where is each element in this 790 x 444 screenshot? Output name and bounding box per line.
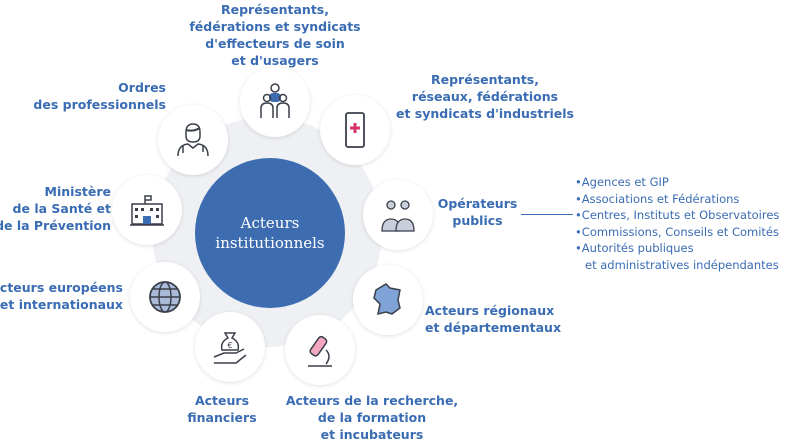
label-line: de la formation <box>317 410 427 425</box>
center-line1: Acteurs <box>240 214 300 232</box>
center-line2: institutionnels <box>215 234 325 252</box>
phone-medical-icon <box>320 95 390 165</box>
list-item: et administratives indépendantes <box>585 257 779 272</box>
list-item: •Associations et Fédérations <box>575 191 740 206</box>
label-industriels: Représentants, réseaux, fédérations et syn… <box>385 71 585 122</box>
label-line: et syndicats d'industriels <box>395 106 574 121</box>
label-line: et internationaux <box>0 297 123 312</box>
label-line: Ministère <box>44 184 111 199</box>
label-line: publics <box>452 213 503 228</box>
label-ministere: Ministère de la Santé et de la Prévention <box>0 183 111 234</box>
label-line: d'effecteurs de soin <box>205 36 345 51</box>
label-line: fédérations et syndicats <box>189 19 361 34</box>
label-line: et incubateurs <box>320 427 424 442</box>
label-line: Opérateurs <box>437 196 518 211</box>
france-map-icon <box>353 265 423 335</box>
money-bag-hand-icon: € <box>195 312 265 382</box>
label-line: des professionnels <box>33 97 166 112</box>
label-line: Représentants, <box>431 72 539 87</box>
label-operateurs: Opérateurs publics <box>430 195 525 229</box>
list-item: •Commissions, Conseils et Comités <box>575 224 779 239</box>
label-line: et départementaux <box>425 320 562 335</box>
label-representants-soin: Représentants, fédérations et syndicats d'… <box>175 1 375 69</box>
label-financiers: Acteurs financiers <box>172 392 272 426</box>
connector-line <box>521 214 573 215</box>
operateurs-list: •Agences et GIP •Associations et Fédérat… <box>575 174 779 273</box>
doctor-icon <box>158 105 228 175</box>
label-line: Ordres <box>118 80 166 95</box>
label-ordres: Ordres des professionnels <box>20 79 166 113</box>
label-line: Acteurs régionaux <box>425 303 555 318</box>
label-line: de la Prévention <box>0 218 111 233</box>
list-item: •Autorités publiques <box>575 241 694 255</box>
label-line: Acteurs <box>194 393 250 408</box>
building-icon <box>112 175 182 245</box>
label-line: et d'usagers <box>231 53 319 68</box>
microscope-icon <box>285 315 355 385</box>
people-group-icon <box>363 180 433 250</box>
list-item: •Agences et GIP <box>575 175 669 189</box>
list-item: •Centres, Instituts et Observatoires <box>575 208 780 222</box>
label-line: Représentants, <box>221 2 329 17</box>
globe-icon <box>130 262 200 332</box>
center-circle: Acteurs institutionnels <box>195 158 345 308</box>
label-line: Acteurs de la recherche, <box>285 393 459 408</box>
label-regionaux: Acteurs régionaux et départementaux <box>425 302 585 336</box>
svg-text:€: € <box>227 341 232 350</box>
label-line: réseaux, fédérations <box>411 89 559 104</box>
label-line: de la Santé et <box>12 201 111 216</box>
label-recherche: Acteurs de la recherche, de la formation e… <box>282 392 462 443</box>
users-group-icon <box>240 67 310 137</box>
label-line: financiers <box>187 410 257 425</box>
label-europeens: Acteurs européens et internationaux <box>0 279 123 313</box>
label-line: Acteurs européens <box>0 280 123 295</box>
